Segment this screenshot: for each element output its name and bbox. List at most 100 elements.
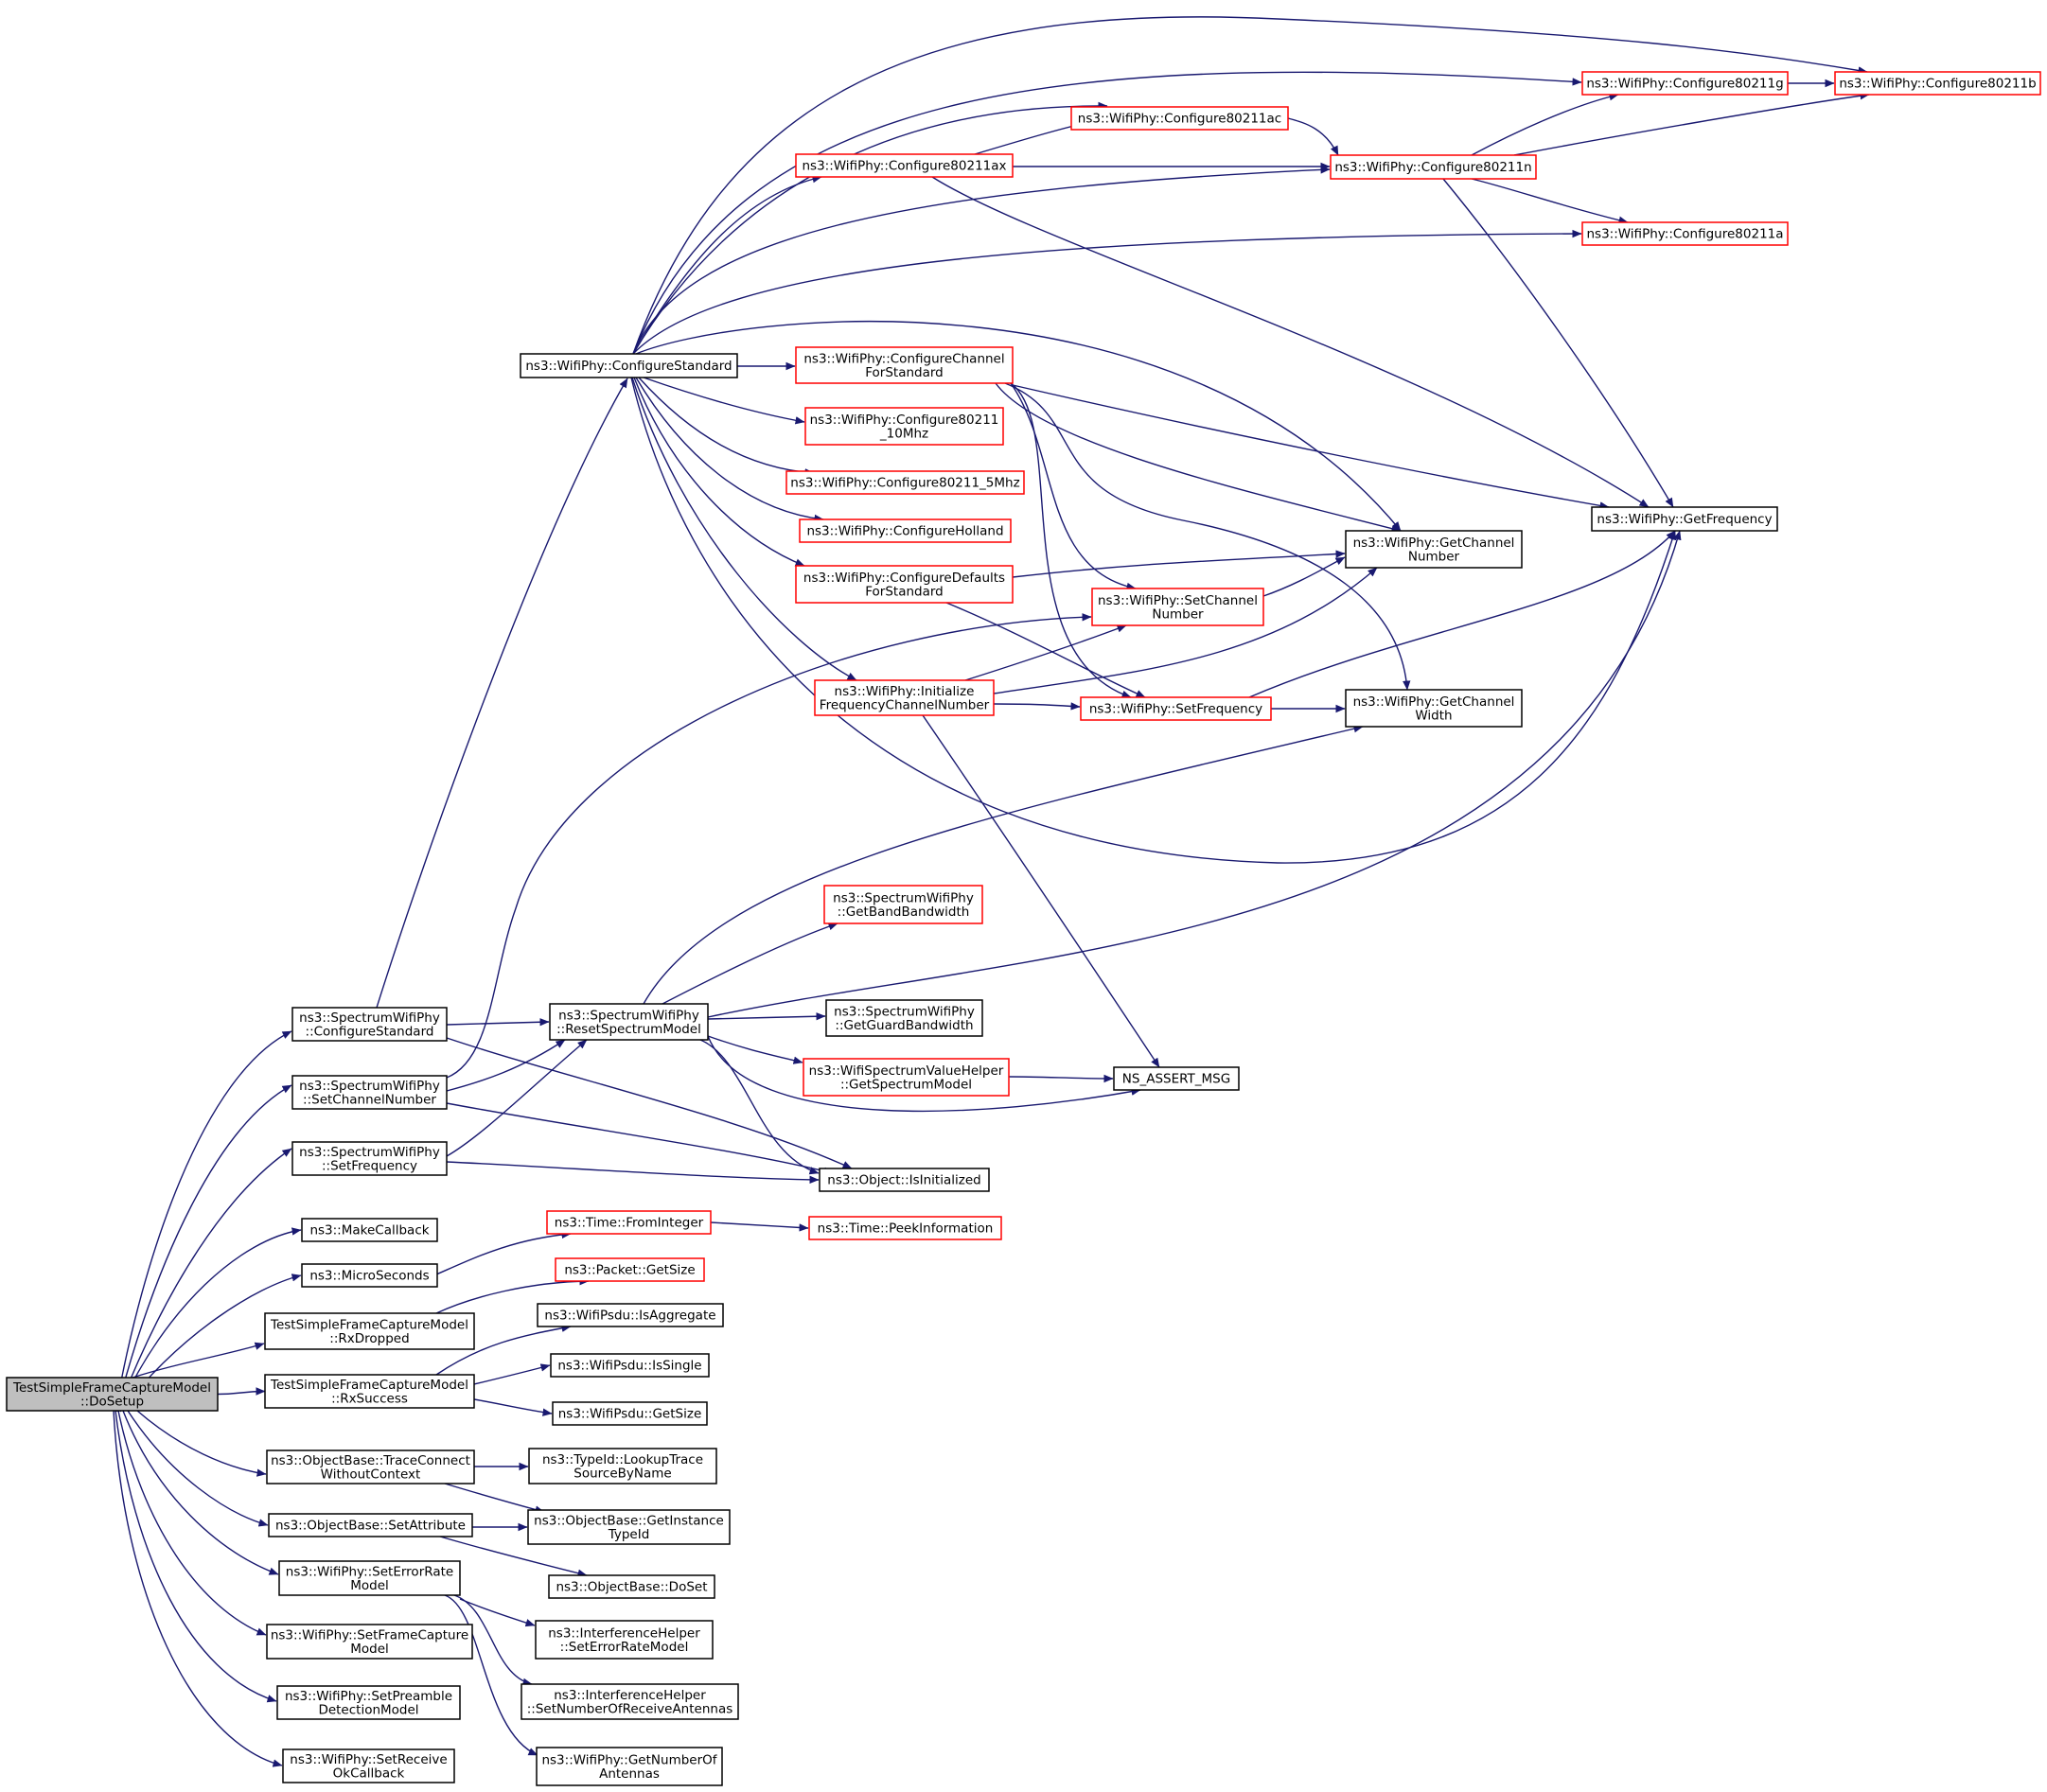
- edge-serm-to-ihserm: [459, 1598, 536, 1627]
- node-c11n[interactable]: ns3::WifiPhy::Configure80211n: [1330, 154, 1537, 180]
- node-c11ac[interactable]: ns3::WifiPhy::Configure80211ac: [1070, 106, 1289, 131]
- node-label: ::ConfigureStandard: [306, 1024, 434, 1039]
- node-ccfs[interactable]: ns3::WifiPhy::ConfigureChannelForStandar…: [795, 346, 1014, 384]
- node-label: Model: [350, 1578, 389, 1593]
- node-c5[interactable]: ns3::WifiPhy::Configure80211_5Mhz: [785, 470, 1025, 495]
- node-pssing[interactable]: ns3::WifiPsdu::IsSingle: [550, 1353, 710, 1378]
- node-ss_cs[interactable]: ns3::SpectrumWifiPhy::ConfigureStandard: [291, 1007, 448, 1042]
- node-ihserm[interactable]: ns3::InterferenceHelper::SetErrorRateMod…: [535, 1620, 714, 1660]
- edge-wp_cs-to-c11g: [632, 71, 1582, 355]
- node-label: TestSimpleFrameCaptureModel: [12, 1380, 211, 1396]
- node-ifcn[interactable]: ns3::WifiPhy::InitializeFrequencyChannel…: [814, 679, 995, 716]
- node-box: [1080, 696, 1272, 721]
- node-gbb[interactable]: ns3::SpectrumWifiPhy::GetBandBandwidth: [823, 885, 983, 924]
- node-label: ns3::MakeCallback: [309, 1223, 429, 1239]
- node-label: DetectionModel: [318, 1702, 418, 1717]
- edge-ccfs-to-wp_scn: [1010, 382, 1137, 591]
- node-sattr[interactable]: ns3::ObjectBase::SetAttribute: [268, 1513, 473, 1537]
- node-label: _10Mhz: [879, 426, 928, 441]
- node-cdfs[interactable]: ns3::WifiPhy::ConfigureDefaultsForStanda…: [795, 565, 1014, 604]
- node-nsa[interactable]: NS_ASSERT_MSG: [1113, 1066, 1240, 1091]
- edge-wp_cs-to-ifcn: [631, 377, 857, 681]
- edge-c11n-to-gf: [1442, 178, 1674, 508]
- node-label: ns3::WifiPhy::ConfigureStandard: [525, 359, 732, 374]
- node-tfi[interactable]: ns3::Time::FromInteger: [546, 1210, 712, 1235]
- edge-rxd-to-pgs: [435, 1276, 590, 1314]
- node-pgs[interactable]: ns3::Packet::GetSize: [555, 1257, 705, 1282]
- node-root[interactable]: TestSimpleFrameCaptureModel::DoSetup: [6, 1377, 219, 1412]
- node-c11g[interactable]: ns3::WifiPhy::Configure80211g: [1581, 71, 1789, 96]
- node-label: ns3::WifiPhy::SetChannel: [1098, 593, 1258, 608]
- edge-root-to-rxs: [217, 1387, 266, 1396]
- node-isinit[interactable]: ns3::Object::IsInitialized: [819, 1168, 990, 1192]
- node-ms[interactable]: ns3::MicroSeconds: [301, 1263, 438, 1288]
- edge-root-to-sattr: [127, 1410, 269, 1527]
- node-label: ns3::WifiPhy::Configure80211ac: [1078, 112, 1281, 127]
- edge-ss_scn-to-wp_scn: [446, 613, 1092, 1079]
- node-box: [549, 1003, 709, 1041]
- node-label: ::RxSuccess: [331, 1391, 408, 1406]
- edge-ccfs-to-gf: [1012, 384, 1610, 510]
- node-gsm[interactable]: ns3::WifiSpectrumValueHelper::GetSpectru…: [803, 1058, 1010, 1097]
- node-label: ns3::WifiPhy::SetFrequency: [1089, 702, 1262, 717]
- node-rxs[interactable]: TestSimpleFrameCaptureModel::RxSuccess: [264, 1374, 475, 1409]
- node-ihsnra[interactable]: ns3::InterferenceHelper::SetNumberOfRece…: [521, 1683, 739, 1720]
- node-serm[interactable]: ns3::WifiPhy::SetErrorRateModel: [278, 1560, 461, 1596]
- edge-root-to-rxd: [132, 1342, 265, 1379]
- node-label: ns3::Time::FromInteger: [555, 1216, 704, 1231]
- node-box: [795, 565, 1014, 604]
- node-tpi[interactable]: ns3::Time::PeekInformation: [808, 1216, 1002, 1240]
- node-rsm[interactable]: ns3::SpectrumWifiPhy::ResetSpectrumModel: [549, 1003, 709, 1041]
- node-wp_scn[interactable]: ns3::WifiPhy::SetChannelNumber: [1091, 588, 1264, 626]
- edge-ss_cs-to-isinit: [446, 1037, 853, 1169]
- node-ss_sf[interactable]: ns3::SpectrumWifiPhy::SetFrequency: [291, 1141, 448, 1176]
- node-label: ForStandard: [865, 365, 944, 380]
- node-label: TypeId: [608, 1527, 650, 1542]
- node-c10[interactable]: ns3::WifiPhy::Configure80211_10Mhz: [804, 407, 1004, 446]
- edge-wp_cs-to-gf: [630, 377, 1677, 864]
- node-ggb[interactable]: ns3::SpectrumWifiPhy::GetGuardBandwidth: [825, 999, 983, 1037]
- node-label: ns3::WifiPhy::ConfigureDefaults: [803, 571, 1005, 586]
- node-mk[interactable]: ns3::MakeCallback: [301, 1218, 438, 1242]
- node-label: ns3::WifiPhy::SetPreamble: [285, 1689, 452, 1704]
- node-label: ns3::Object::IsInitialized: [827, 1173, 980, 1188]
- node-wp_cs[interactable]: ns3::WifiPhy::ConfigureStandard: [520, 353, 738, 378]
- node-label: ns3::SpectrumWifiPhy: [299, 1010, 440, 1026]
- node-c11ax[interactable]: ns3::WifiPhy::Configure80211ax: [795, 153, 1014, 178]
- node-rxd[interactable]: TestSimpleFrameCaptureModel::RxDropped: [264, 1312, 475, 1350]
- node-wp_sf[interactable]: ns3::WifiPhy::SetFrequency: [1080, 696, 1272, 721]
- node-box: [1581, 71, 1789, 96]
- edge-ss_scn-to-rsm: [446, 1039, 566, 1092]
- edge-wp_cs-to-c11b: [632, 16, 1868, 355]
- node-psagg[interactable]: ns3::WifiPsdu::IsAggregate: [537, 1303, 724, 1327]
- node-psgs[interactable]: ns3::WifiPsdu::GetSize: [552, 1401, 708, 1426]
- edge-rsm-to-gcw: [643, 725, 1364, 1005]
- node-ss_scn[interactable]: ns3::SpectrumWifiPhy::SetChannelNumber: [291, 1075, 448, 1110]
- node-doset[interactable]: ns3::ObjectBase::DoSet: [548, 1574, 715, 1599]
- node-label: ns3::ObjectBase::GetInstance: [534, 1513, 724, 1528]
- node-label: ns3::SpectrumWifiPhy: [299, 1145, 440, 1160]
- node-c11a[interactable]: ns3::WifiPhy::Configure80211a: [1581, 221, 1789, 246]
- node-box: [819, 1168, 990, 1192]
- node-tcw[interactable]: ns3::ObjectBase::TraceConnectWithoutCont…: [266, 1449, 475, 1485]
- edges-layer: [114, 17, 1869, 1766]
- node-c11b[interactable]: ns3::WifiPhy::Configure80211b: [1834, 71, 2041, 96]
- node-label: ns3::WifiPhy::ConfigureHolland: [806, 524, 1003, 539]
- node-box: [282, 1748, 455, 1783]
- node-gf[interactable]: ns3::WifiPhy::GetFrequency: [1591, 506, 1778, 532]
- edge-ss_sf-to-rsm: [446, 1039, 588, 1157]
- edge-ss_cs-to-rsm: [446, 1018, 550, 1027]
- edge-root-to-sfcm: [117, 1410, 267, 1636]
- edge-ccfs-to-gcw: [1004, 382, 1411, 691]
- node-chol[interactable]: ns3::WifiPhy::ConfigureHolland: [799, 518, 1012, 543]
- node-box: [555, 1257, 705, 1282]
- node-label: ::SetFrequency: [322, 1158, 417, 1173]
